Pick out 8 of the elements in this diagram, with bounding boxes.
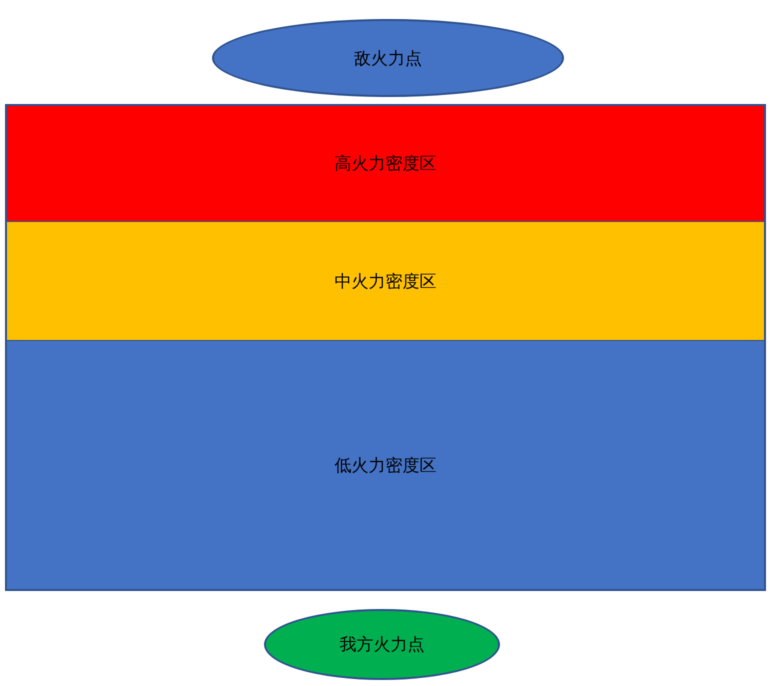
zone-label: 敌火力点 [354, 48, 422, 70]
zone-band [5, 222, 766, 342]
zone-band [5, 104, 766, 223]
zone-label: 中火力密度区 [334, 270, 436, 292]
zone-label: 低火力密度区 [334, 454, 436, 476]
zone-label: 高火力密度区 [334, 153, 436, 175]
zone-label: 我方火力点 [340, 634, 424, 656]
zone-band [5, 341, 766, 591]
